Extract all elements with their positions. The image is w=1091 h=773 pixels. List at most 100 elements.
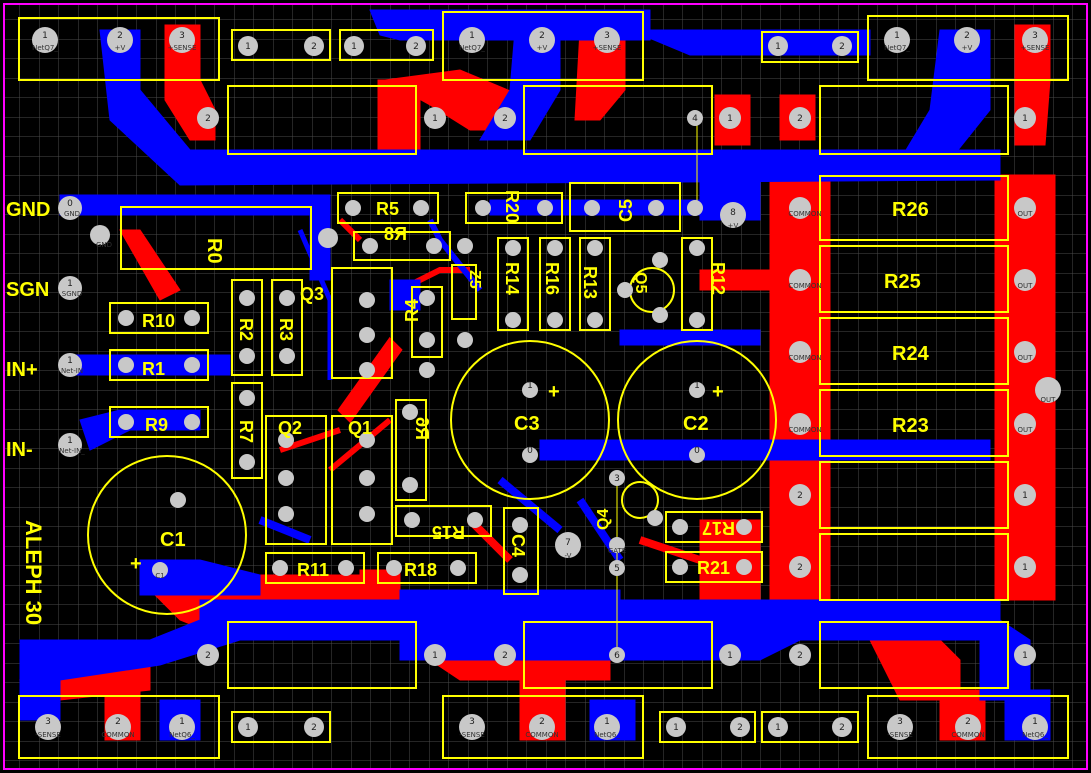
svg-text:3: 3 — [897, 717, 903, 727]
svg-text:0: 0 — [694, 446, 700, 456]
svg-text:3: 3 — [45, 717, 51, 727]
svg-text:1: 1 — [727, 114, 733, 124]
svg-text:2: 2 — [539, 717, 545, 727]
svg-text:0: 0 — [67, 199, 73, 209]
label-R25: R25 — [884, 271, 921, 293]
svg-text:1: 1 — [604, 717, 610, 727]
svg-text:GND: GND — [64, 210, 80, 218]
svg-text:1: 1 — [432, 114, 438, 124]
svg-text:C1: C1 — [155, 572, 164, 580]
label-R20: R20 — [502, 190, 522, 223]
pad-labels: 0 GND GND 1 SGND 1 Net-IN 1 Net-IN_ COMM… — [59, 42, 1056, 733]
svg-text:-V: -V — [565, 552, 572, 560]
silkscreen-layer — [18, 11, 1069, 759]
svg-text:COMMON: COMMON — [101, 731, 134, 739]
label-C3: C3 — [514, 413, 540, 435]
label-R8: R8 — [384, 224, 407, 244]
svg-text:2: 2 — [797, 563, 803, 573]
label-R9: R9 — [145, 415, 168, 435]
svg-text:2: 2 — [539, 31, 545, 41]
svg-text:COMMON: COMMON — [788, 354, 821, 362]
label-R2: R2 — [236, 318, 256, 341]
svg-text:GND: GND — [96, 241, 112, 249]
svg-text:2: 2 — [311, 42, 317, 52]
svg-text:2: 2 — [205, 651, 211, 661]
svg-text:7: 7 — [565, 538, 571, 548]
svg-text:2: 2 — [502, 114, 508, 124]
label-R4: R4 — [402, 299, 422, 322]
svg-text:1: 1 — [432, 651, 438, 661]
svg-text:2: 2 — [797, 491, 803, 501]
svg-text:1: 1 — [1032, 717, 1038, 727]
svg-text:3: 3 — [179, 31, 185, 41]
label-R14: R14 — [502, 262, 522, 295]
svg-text:+V: +V — [115, 44, 126, 52]
svg-text:COMMON: COMMON — [788, 282, 821, 290]
svg-text:1: 1 — [1022, 491, 1028, 501]
svg-text:2: 2 — [311, 723, 317, 733]
svg-text:1: 1 — [527, 381, 533, 391]
svg-text:8: 8 — [730, 208, 736, 218]
svg-text:-SENSE: -SENSE — [459, 731, 485, 739]
svg-text:1: 1 — [245, 723, 251, 733]
svg-text:3: 3 — [604, 31, 610, 41]
designators: GND SGN IN+ IN- ALEPH 30 R0 R1 R2 R3 R4 … — [6, 190, 930, 625]
svg-text:1: 1 — [894, 31, 900, 41]
svg-text:2: 2 — [797, 114, 803, 124]
svg-text:OUT: OUT — [1018, 354, 1034, 362]
c2-plus-sign: + — [712, 381, 724, 403]
svg-text:NetQ6_: NetQ6_ — [594, 731, 620, 739]
label-Q5: Q5 — [632, 272, 649, 293]
c3-plus-sign: + — [548, 381, 560, 403]
label-R17: R17 — [702, 518, 735, 538]
label-R7: R7 — [236, 420, 256, 443]
svg-text:COMMON: COMMON — [788, 210, 821, 218]
svg-text:NetQ7_: NetQ7_ — [459, 44, 485, 52]
svg-text:2: 2 — [965, 717, 971, 727]
svg-text:1: 1 — [727, 651, 733, 661]
label-Z5: Z5 — [466, 270, 483, 289]
label-R11: R11 — [297, 560, 329, 580]
svg-text:1: 1 — [775, 42, 781, 52]
svg-text:2: 2 — [964, 31, 970, 41]
svg-text:2: 2 — [797, 651, 803, 661]
svg-text:2: 2 — [117, 31, 123, 41]
label-R13: R13 — [580, 266, 600, 299]
svg-text:1: 1 — [245, 42, 251, 52]
svg-text:2: 2 — [839, 42, 845, 52]
svg-text:2: 2 — [205, 114, 211, 124]
svg-text:OUT: OUT — [1018, 282, 1034, 290]
svg-text:6: 6 — [614, 651, 620, 661]
svg-text:NetQ6_: NetQ6_ — [1022, 731, 1048, 739]
svg-text:+V: +V — [962, 44, 973, 52]
svg-text:+V: +V — [728, 222, 739, 230]
label-R16: R16 — [542, 262, 562, 295]
svg-text:SGND: SGND — [62, 290, 83, 298]
edge-label-in-plus: IN+ — [6, 359, 38, 381]
svg-text:1: 1 — [42, 31, 48, 41]
svg-text:NetQ7_: NetQ7_ — [884, 44, 910, 52]
svg-text:1: 1 — [67, 279, 73, 289]
edge-label-sgn: SGN — [6, 279, 49, 301]
label-C2: C2 — [683, 413, 709, 435]
svg-text:2: 2 — [413, 42, 419, 52]
svg-text:1: 1 — [775, 723, 781, 733]
label-C4: C4 — [508, 534, 528, 557]
svg-text:5: 5 — [614, 564, 620, 574]
svg-text:0: 0 — [527, 446, 533, 456]
label-R21: R21 — [697, 558, 730, 578]
svg-text:NetQ7_: NetQ7_ — [32, 44, 58, 52]
label-R0: R0 — [203, 238, 225, 264]
svg-text:3: 3 — [469, 717, 475, 727]
label-R12: R12 — [708, 262, 728, 295]
svg-text:+SENSE: +SENSE — [593, 44, 622, 52]
svg-text:OUT: OUT — [1018, 210, 1034, 218]
svg-text:1: 1 — [179, 717, 185, 727]
